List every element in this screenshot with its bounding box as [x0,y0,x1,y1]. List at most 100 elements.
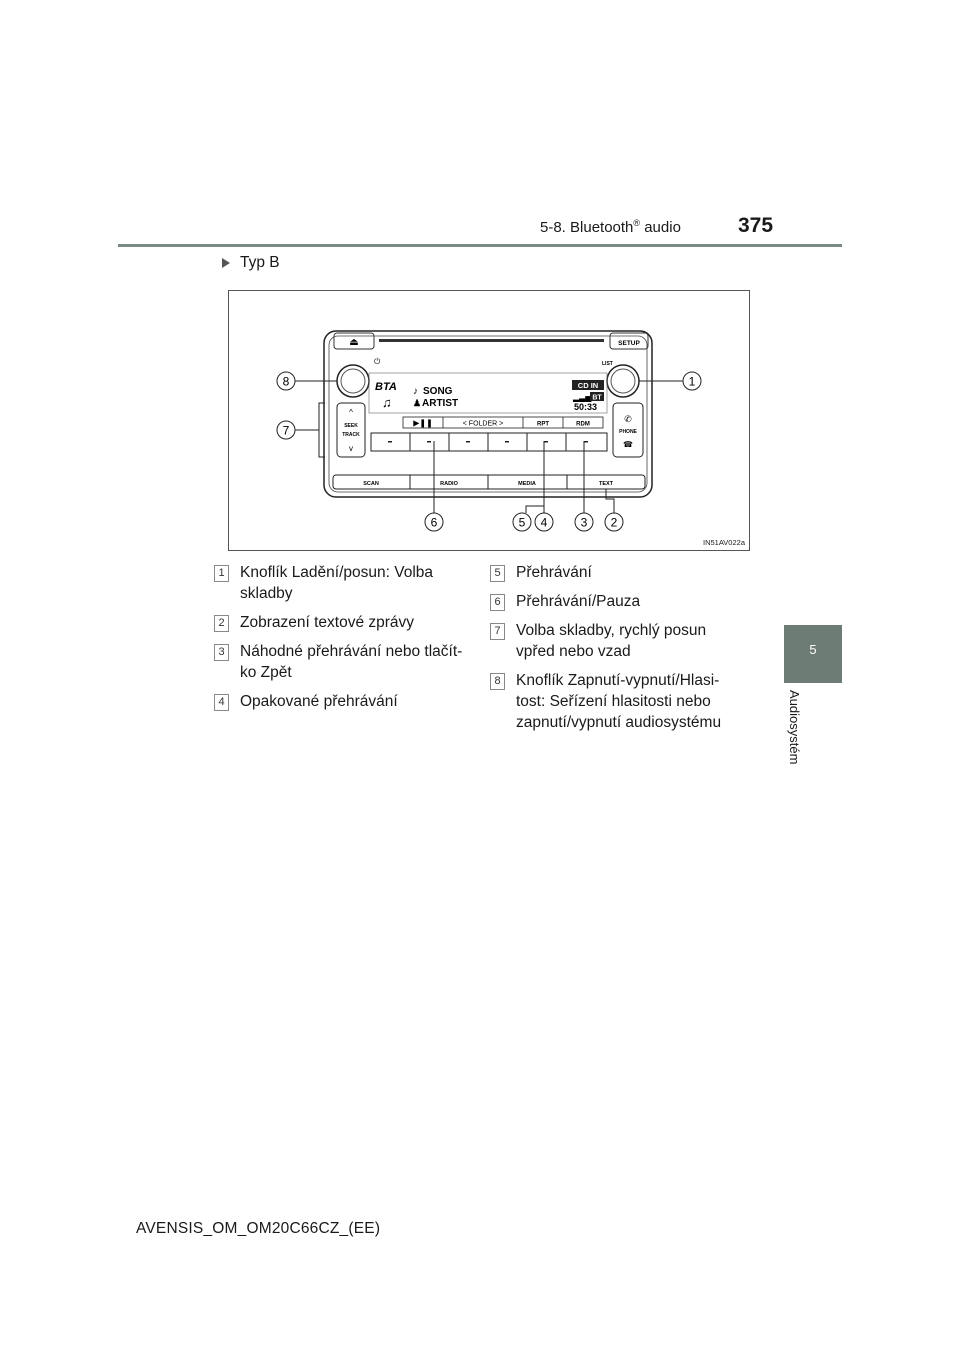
chapter-label: Audiosystém [787,690,802,765]
display-area [368,372,608,414]
leader-5 [525,505,544,513]
legend-number: 2 [214,615,229,632]
legend-number: 4 [214,694,229,711]
legend-number: 3 [214,644,229,661]
phone-label: PHONE [619,429,637,435]
svg-text:4: 4 [541,516,548,530]
audio-unit-figure: ⏏ SETUP ⏻ LIST BTA ♫ ♪ SONG ♟ ARTIST CD … [228,290,750,551]
bt-badge [590,392,604,401]
phone-button [612,402,644,458]
subsection-title: Typ B [222,254,280,272]
display-source: BTA [375,381,397,393]
legend-text: Opakované přehrávání [240,693,398,710]
eject-icon: ⏏ [349,337,358,348]
legend-item: 2 Zobrazení textové zprávy [214,612,482,633]
legend-text: vpřed nebo vzad [516,643,631,660]
cd-in-label: CD IN [578,381,598,390]
legend-right-column: 5 Přehrávání 6 Přehrávání/Pauza 7 Volba … [490,562,746,741]
display-song-icon: ♪ [413,386,418,397]
display-artist: ARTIST [422,398,458,409]
legend-number: 1 [214,565,229,582]
seek-track-button [336,402,366,458]
hangup-icon: ☎ [623,440,633,449]
svg-text:2: 2 [611,516,618,530]
legend-number: 5 [490,565,505,582]
rpt-key: RPT [537,422,549,428]
callout-6 [424,512,444,532]
svg-text:8: 8 [283,375,290,389]
legend-item: 7 Volba skladby, rychlý posun vpřed nebo… [490,620,746,662]
legend-item: 1 Knoflík Ladění/posun: Volba skladby [214,562,482,604]
callout-8 [276,371,296,391]
callout-7 [276,420,296,440]
callout-4 [534,512,554,532]
tune-knob [606,364,640,398]
list-label: LIST [602,361,613,367]
legend-number: 6 [490,594,505,611]
svg-text:3: 3 [581,516,588,530]
audio-unit-illustration: ⏏ SETUP ⏻ LIST BTA ♫ ♪ SONG ♟ ARTIST CD … [276,330,702,532]
person-icon: ♟ [413,398,421,408]
legend-item: 8 Knoflík Zapnutí-vypnutí/Hlasi- tost: S… [490,670,746,733]
legend-text: Volba skladby, rychlý posun [516,622,707,639]
svg-text:7: 7 [283,424,290,438]
rdm-key: RDM [576,422,590,428]
legend-number: 8 [490,673,505,690]
legend-text: Zobrazení textové zprávy [240,614,415,631]
legend-item: 5 Přehrávání [490,562,746,583]
cd-in-badge [572,380,604,390]
legend-text: Knoflík Ladění/posun: Volba [240,564,434,581]
seek-label: SEEK [344,423,358,429]
setup-button [609,332,649,350]
leader-2 [605,489,615,513]
callout-5 [512,512,532,532]
legend-number: 7 [490,623,505,640]
scan-label: SCAN [363,481,379,487]
figure-code: IN51AV022a [703,538,745,547]
callout-3 [574,512,594,532]
legend-item: 4 Opakované přehrávání [214,691,482,712]
triangle-bullet-icon [222,257,230,268]
legend-text: zapnutí/vypnutí audiosystému [516,714,722,731]
legend-text: Knoflík Zapnutí-vypnutí/Hlasi- [516,672,720,689]
display-song: SONG [423,386,453,397]
power-icon: ⏻ [374,357,381,366]
svg-text:6: 6 [431,516,438,530]
legend-item: 6 Přehrávání/Pauza [490,591,746,612]
music-note-icon: ♫ [382,395,392,410]
page-number: 375 [738,214,774,237]
chevron-up-icon: ^ [349,408,353,417]
legend-text: ko Zpět [240,664,292,681]
svg-text:5: 5 [519,516,526,530]
phone-icon: ✆ [624,414,632,424]
bt-label: BT [592,395,602,402]
track-label: TRACK [342,432,360,438]
eject-button [333,332,375,350]
signal-icon: ▂▃▅ [572,393,592,402]
legend-text: tost: Seřízení hlasitosti nebo [516,693,711,710]
softkey-strip [402,416,604,429]
callout-2 [604,512,624,532]
bottom-button-row [332,474,646,490]
setup-label: SETUP [618,340,640,347]
media-label: MEDIA [518,481,536,487]
chevron-down-icon: v [349,444,353,453]
legend-text: Přehrávání [516,564,592,581]
radio-label: RADIO [440,481,458,487]
display-time: 50:33 [574,402,597,412]
chapter-tab: 5 [784,625,842,683]
folder-key: < FOLDER > [463,421,504,428]
preset-row [370,432,608,452]
text-label: TEXT [599,481,614,487]
legend-text: skladby [240,585,293,602]
legend-left-column: 1 Knoflík Ladění/posun: Volba skladby 2 … [214,562,482,720]
header-rule [118,244,842,247]
callout-1 [682,371,702,391]
legend-item: 3 Náhodné přehrávání nebo tlačít- ko Zpě… [214,641,482,683]
legend-text: Náhodné přehrávání nebo tlačít- [240,643,463,660]
document-footer: AVENSIS_OM_OM20C66CZ_(EE) [136,1220,381,1237]
svg-text:1: 1 [689,375,696,389]
legend-text: Přehrávání/Pauza [516,593,641,610]
unit-body [323,330,653,498]
volume-knob [336,364,370,398]
